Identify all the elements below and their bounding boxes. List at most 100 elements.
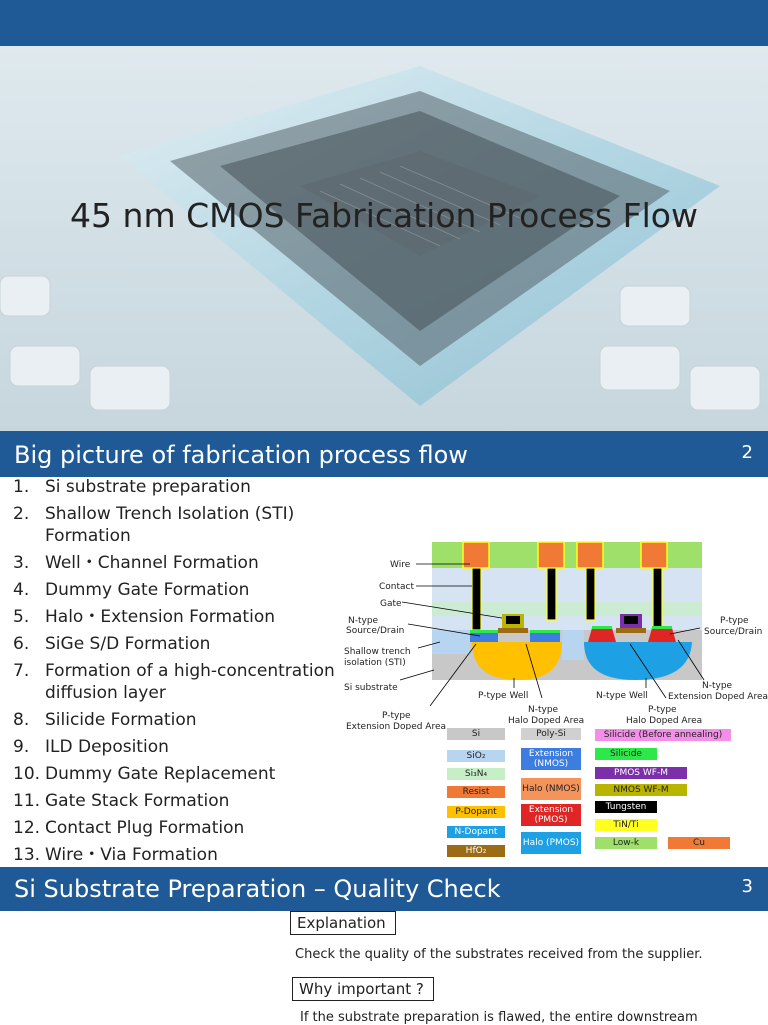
list-item-number: 4.	[13, 580, 30, 600]
label-ntype-ext-1: N-type	[702, 681, 733, 691]
list-item: 7. Formation of a high-concentration diff…	[0, 660, 340, 704]
legend-silicide: Silicide	[595, 748, 657, 760]
label-sti-1: Shallow trench	[344, 647, 411, 657]
list-item: 1. Si substrate preparation	[0, 476, 340, 498]
legend-halo-nmos: Halo (NMOS)	[521, 778, 581, 800]
label-ntype-well: N-type Well	[596, 691, 648, 701]
legend-p-dopant: P-Dopant	[447, 806, 505, 818]
list-item-text: Formation of a high-concentration diffus…	[45, 661, 335, 703]
list-item: 3. Well・Channel Formation	[0, 552, 340, 574]
slide-3-header: Si Substrate Preparation – Quality Check…	[0, 867, 768, 911]
pmos-drain	[648, 628, 676, 642]
cu-wire-4	[640, 541, 668, 569]
list-item-text: Halo・Extension Formation	[45, 607, 275, 627]
list-item-number: 10.	[13, 764, 41, 784]
sti-middle	[562, 630, 584, 660]
tungsten-contact-2	[546, 567, 557, 621]
list-item-number: 12.	[13, 818, 41, 838]
why-important-text: If the substrate preparation is flawed, …	[300, 1010, 698, 1025]
chip-background-image: 45 nm CMOS Fabrication Process Flow	[0, 46, 768, 432]
label-ptype-sd-2: Source/Drain	[704, 627, 762, 637]
list-item: 10.Dummy Gate Replacement	[0, 763, 340, 785]
label-ptype-halo-1: P-type	[648, 705, 677, 715]
slide-2-page-number: 2	[741, 442, 753, 463]
list-item-number: 7.	[13, 661, 30, 681]
legend-si3n4: Si₃N₄	[447, 768, 505, 780]
p-type-well	[472, 642, 562, 680]
list-item-text: ILD Deposition	[45, 737, 169, 757]
list-item-text: Dummy Gate Replacement	[45, 764, 276, 784]
label-ntype-sd-1: N-type	[348, 616, 379, 626]
title-slide-bottom-line	[0, 431, 768, 433]
label-ptype-ext-1: P-type	[382, 711, 411, 721]
list-item-number: 11.	[13, 791, 41, 811]
why-important-label-box: Why important ?	[292, 977, 434, 1001]
explanation-label: Explanation	[297, 914, 386, 932]
label-gate: Gate	[380, 599, 402, 609]
slide-3-title: Si Substrate Preparation – Quality Check	[14, 875, 501, 903]
slide-2-title: Big picture of fabrication process flow	[14, 441, 468, 469]
list-item-number: 8.	[13, 710, 30, 730]
list-item: 4. Dummy Gate Formation	[0, 579, 340, 601]
slide-3-page-number: 3	[741, 876, 753, 897]
legend-sio2: SiO₂	[447, 750, 505, 762]
process-step-list: 1. Si substrate preparation 2.Shallow Tre…	[0, 476, 340, 871]
label-sti-2: isolation (STI)	[344, 658, 406, 668]
list-item-number: 5.	[13, 607, 30, 627]
label-ntype-ext-2: Extension Doped Area	[668, 692, 768, 702]
cmos-cross-section-svg: Wire Contact Gate N-type Source/Drain Sh…	[344, 541, 768, 732]
list-item: 9.ILD Deposition	[0, 736, 340, 758]
legend-tungsten: Tungsten	[595, 801, 657, 813]
legend-silicide-before-annealing: Silicide (Before annealing)	[595, 729, 731, 741]
legend-n-dopant: N-Dopant	[447, 826, 505, 838]
label-ntype-sd-2: Source/Drain	[346, 626, 404, 636]
sti-left	[432, 630, 470, 654]
n-type-well	[584, 642, 692, 680]
cu-wire-2	[537, 541, 565, 569]
list-item: 13.Wire・Via Formation	[0, 844, 340, 866]
legend-hfo2: HfO₂	[447, 845, 505, 857]
list-item-text: Well・Channel Formation	[45, 553, 259, 573]
list-item: 11.Gate Stack Formation	[0, 790, 340, 812]
nmos-drain	[530, 633, 560, 642]
list-item-number: 6.	[13, 634, 30, 654]
list-item-text: Dummy Gate Formation	[45, 580, 250, 600]
tungsten-contact-3	[585, 567, 596, 621]
nmos-source	[470, 633, 498, 642]
list-item-text: Gate Stack Formation	[45, 791, 230, 811]
list-item: 6. SiGe S/D Formation	[0, 633, 340, 655]
list-item: 8. Silicide Formation	[0, 709, 340, 731]
legend-nmos-wf-m: NMOS WF-M	[595, 784, 687, 796]
cmos-cross-section-diagram: Wire Contact Gate N-type Source/Drain Sh…	[330, 530, 768, 865]
label-contact: Contact	[379, 582, 414, 592]
tungsten-contact-1	[471, 567, 482, 631]
legend-extension-nmos: Extension (NMOS)	[521, 748, 581, 770]
presentation-title: 45 nm CMOS Fabrication Process Flow	[70, 196, 698, 235]
list-item-text: Silicide Formation	[45, 710, 197, 730]
list-item-number: 3.	[13, 553, 30, 573]
list-item-number: 1.	[13, 477, 30, 497]
label-ptype-halo-2: Halo Doped Area	[626, 716, 702, 726]
label-ptype-well: P-type Well	[478, 691, 528, 701]
list-item-text: Wire・Via Formation	[45, 845, 218, 865]
list-item: 12.Contact Plug Formation	[0, 817, 340, 839]
list-item-text: Si substrate preparation	[45, 477, 251, 497]
slide-2-header: Big picture of fabrication process flow …	[0, 433, 768, 477]
chip-illustration	[0, 66, 761, 411]
list-item: 5. Halo・Extension Formation	[0, 606, 340, 628]
legend-si: Si	[447, 728, 505, 740]
legend-resist: Resist	[447, 786, 505, 798]
label-ntype-halo-2: Halo Doped Area	[508, 716, 584, 726]
list-item-number: 2.	[13, 504, 30, 524]
label-ptype-sd-1: P-type	[720, 616, 749, 626]
legend-halo-pmos: Halo (PMOS)	[521, 832, 581, 854]
pmos-source	[588, 628, 616, 642]
label-wire: Wire	[390, 560, 411, 570]
legend-poly-si: Poly-Si	[521, 728, 581, 740]
legend-extension-pmos: Extension (PMOS)	[521, 804, 581, 826]
list-item-text: SiGe S/D Formation	[45, 634, 211, 654]
list-item-text: Contact Plug Formation	[45, 818, 245, 838]
list-item: 2.Shallow Trench Isolation (STI) Formati…	[0, 503, 340, 547]
title-slide-top-bar	[0, 0, 768, 46]
explanation-text: Check the quality of the substrates rece…	[295, 947, 703, 962]
